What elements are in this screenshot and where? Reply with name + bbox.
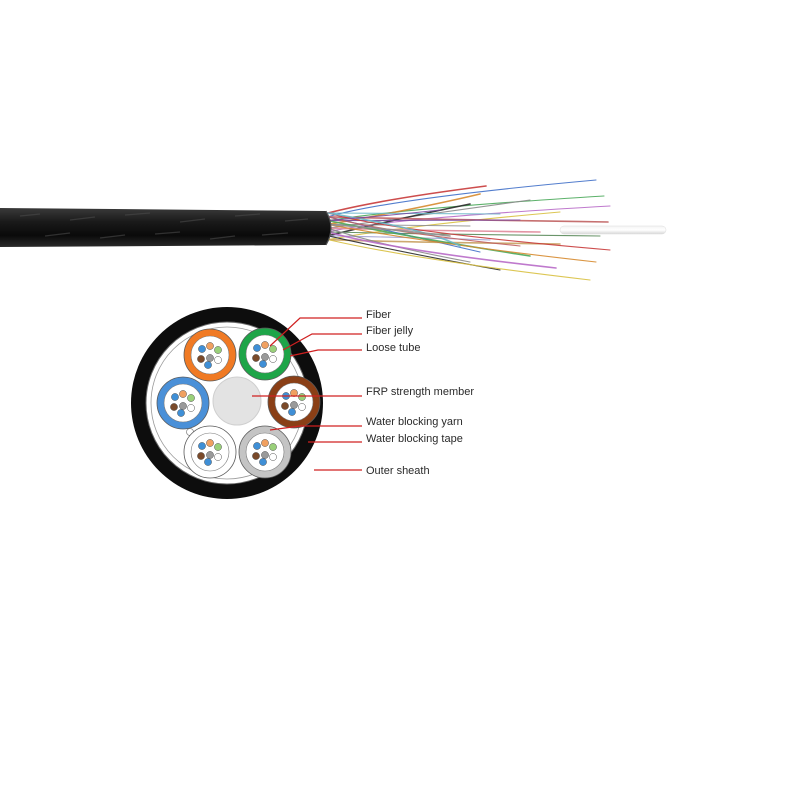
- loose-tube-white: [184, 426, 236, 478]
- fiber: [198, 345, 205, 352]
- fiber: [179, 390, 186, 397]
- fiber: [214, 453, 221, 460]
- fiber: [177, 409, 184, 416]
- fiber: [281, 402, 288, 409]
- fiber: [298, 393, 305, 400]
- fiber: [261, 451, 268, 458]
- frp-strength-member: [213, 377, 261, 425]
- fiber: [261, 341, 268, 348]
- label-water-blocking-tape: Water blocking tape: [366, 433, 463, 445]
- fiber: [288, 408, 295, 415]
- label-frp: FRP strength member: [366, 386, 474, 398]
- label-fiber-jelly: Fiber jelly: [366, 325, 414, 337]
- fiber: [197, 355, 204, 362]
- fiber: [259, 360, 266, 367]
- fiber: [252, 452, 259, 459]
- fiber: [253, 344, 260, 351]
- fiber: [206, 342, 213, 349]
- label-loose-tube: Loose tube: [366, 342, 420, 354]
- fiber: [214, 356, 221, 363]
- fiber: [197, 452, 204, 459]
- fiber: [259, 458, 266, 465]
- fiber: [269, 453, 276, 460]
- fiber: [253, 442, 260, 449]
- fiber: [290, 401, 297, 408]
- fiber: [261, 439, 268, 446]
- fiber: [179, 402, 186, 409]
- cable-cross-section: [131, 307, 323, 499]
- fiber: [252, 354, 259, 361]
- strength-rod: [560, 226, 666, 234]
- callout-labels: Fiber Fiber jelly Loose tube FRP strengt…: [366, 309, 474, 477]
- fiber: [187, 404, 194, 411]
- loose-tube-grey: [239, 426, 291, 478]
- fiber: [187, 394, 194, 401]
- loose-tube-brown: [268, 376, 320, 428]
- fiber: [214, 346, 221, 353]
- fiber: [269, 355, 276, 362]
- fiber: [206, 439, 213, 446]
- loose-tube-blue: [157, 377, 209, 429]
- fiber: [214, 443, 221, 450]
- fiber: [269, 443, 276, 450]
- fiber: [171, 393, 178, 400]
- fiber: [204, 361, 211, 368]
- cable-jacket: [0, 208, 331, 247]
- cable-side-view: [0, 180, 666, 280]
- fiber: [170, 403, 177, 410]
- fiber: [204, 458, 211, 465]
- label-water-blocking-yarn: Water blocking yarn: [366, 416, 463, 428]
- fiber: [298, 403, 305, 410]
- loose-tube-orange: [184, 329, 236, 381]
- fiber: [206, 354, 213, 361]
- fiber: [198, 442, 205, 449]
- fiber: [269, 345, 276, 352]
- fiber: [261, 353, 268, 360]
- loose-tube-green: [239, 328, 291, 380]
- label-outer-sheath: Outer sheath: [366, 465, 430, 477]
- label-fiber: Fiber: [366, 309, 391, 321]
- fiber: [206, 451, 213, 458]
